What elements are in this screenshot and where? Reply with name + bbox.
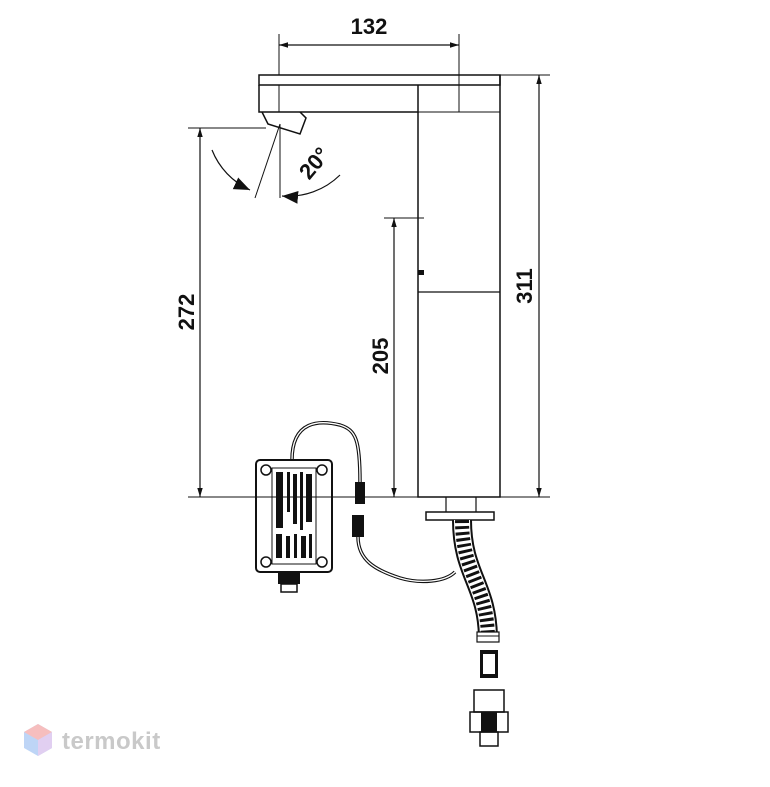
spout-height-label: 272	[174, 294, 199, 331]
termokit-logo-icon	[24, 724, 52, 756]
control-box	[255, 459, 333, 593]
supply-hose	[452, 519, 500, 643]
sensor-height-label: 205	[368, 338, 393, 375]
dimension-lines	[197, 42, 542, 497]
valve-fitting	[469, 650, 509, 747]
watermark-brand-text: termokit	[62, 728, 161, 755]
spout-angle-label: 20°	[294, 142, 335, 184]
faucet-body	[258, 74, 501, 521]
extension-lines	[188, 34, 550, 498]
overall-height-label: 311	[512, 268, 537, 304]
width-dimension-label: 132	[351, 14, 388, 39]
control-cable	[290, 421, 457, 584]
